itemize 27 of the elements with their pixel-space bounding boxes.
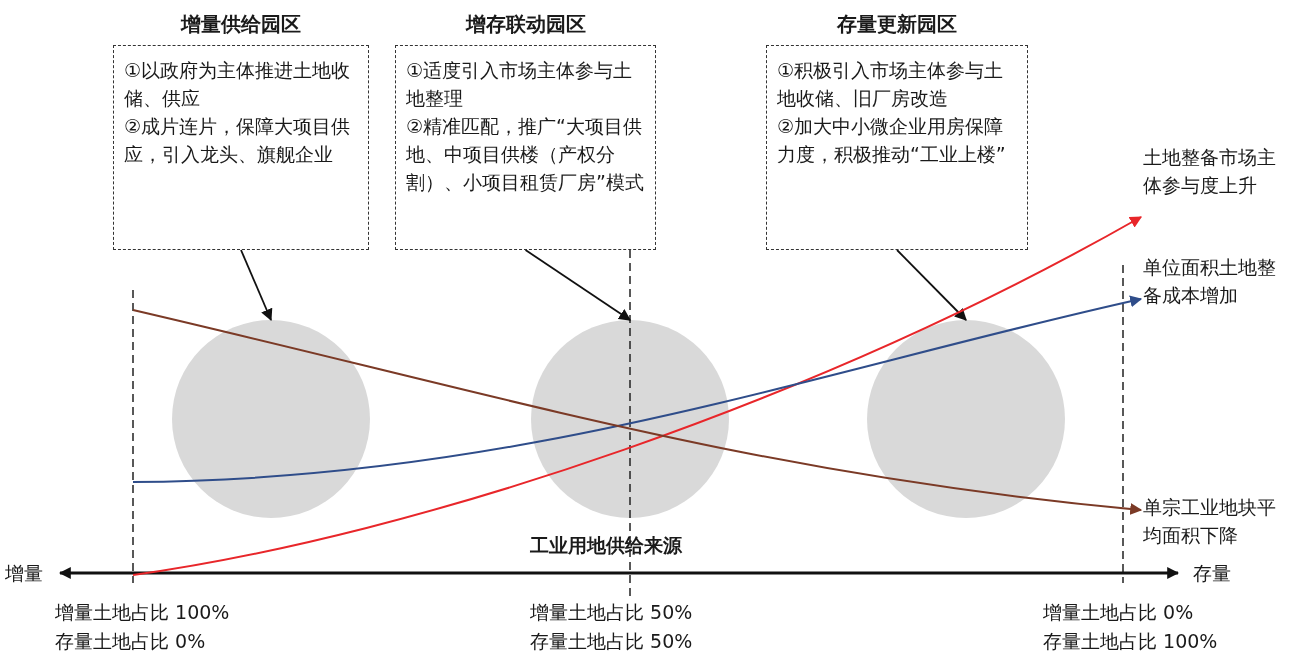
arrow bbox=[240, 249, 273, 322]
share-text: 增量土地占比 0% bbox=[1043, 600, 1194, 625]
zone-heading: 存量更新园区 bbox=[836, 11, 958, 38]
zone-heading: 增存联动园区 bbox=[464, 11, 587, 38]
axis-end-label: 存量 bbox=[1193, 561, 1231, 586]
trend-curve bbox=[132, 309, 1143, 515]
note-text: ①以政府为主体推进土地收储、供应 bbox=[124, 58, 352, 111]
share-text: 存量土地占比 100% bbox=[1043, 629, 1218, 654]
note-text: ①积极引入市场主体参与土地收储、旧厂房改造 bbox=[777, 58, 1005, 111]
curve-label: 单位面积土地整备成本增加 bbox=[1143, 255, 1277, 308]
axis-title: 工业用地供给来源 bbox=[530, 533, 682, 558]
axis-end-label: 增量 bbox=[5, 561, 43, 586]
curve-label: 单宗工业地块平均面积下降 bbox=[1143, 495, 1277, 548]
zone-heading: 增量供给园区 bbox=[179, 11, 302, 38]
share-text: 存量土地占比 0% bbox=[55, 629, 206, 654]
arrow bbox=[524, 249, 631, 321]
share-text: 增量土地占比 100% bbox=[55, 600, 230, 625]
note-text: ②加大中小微企业用房保障力度，积极推动“工业上楼” bbox=[777, 114, 1007, 167]
note-text: ②精准匹配，推广“大项目供地、中项目供楼（产权分割）、小项目租赁厂房”模式 bbox=[406, 114, 645, 195]
share-text: 增量土地占比 50% bbox=[530, 600, 693, 625]
note-text: ②成片连片，保障大项目供应，引入龙头、旗舰企业 bbox=[124, 114, 352, 167]
share-text: 存量土地占比 50% bbox=[530, 629, 693, 654]
arrow bbox=[896, 249, 967, 321]
curve-label: 土地整备市场主体参与度上升 bbox=[1143, 145, 1277, 198]
note-text: ①适度引入市场主体参与土地整理 bbox=[406, 58, 634, 111]
trend-curve bbox=[132, 295, 1143, 483]
trend-curve bbox=[132, 216, 1143, 576]
